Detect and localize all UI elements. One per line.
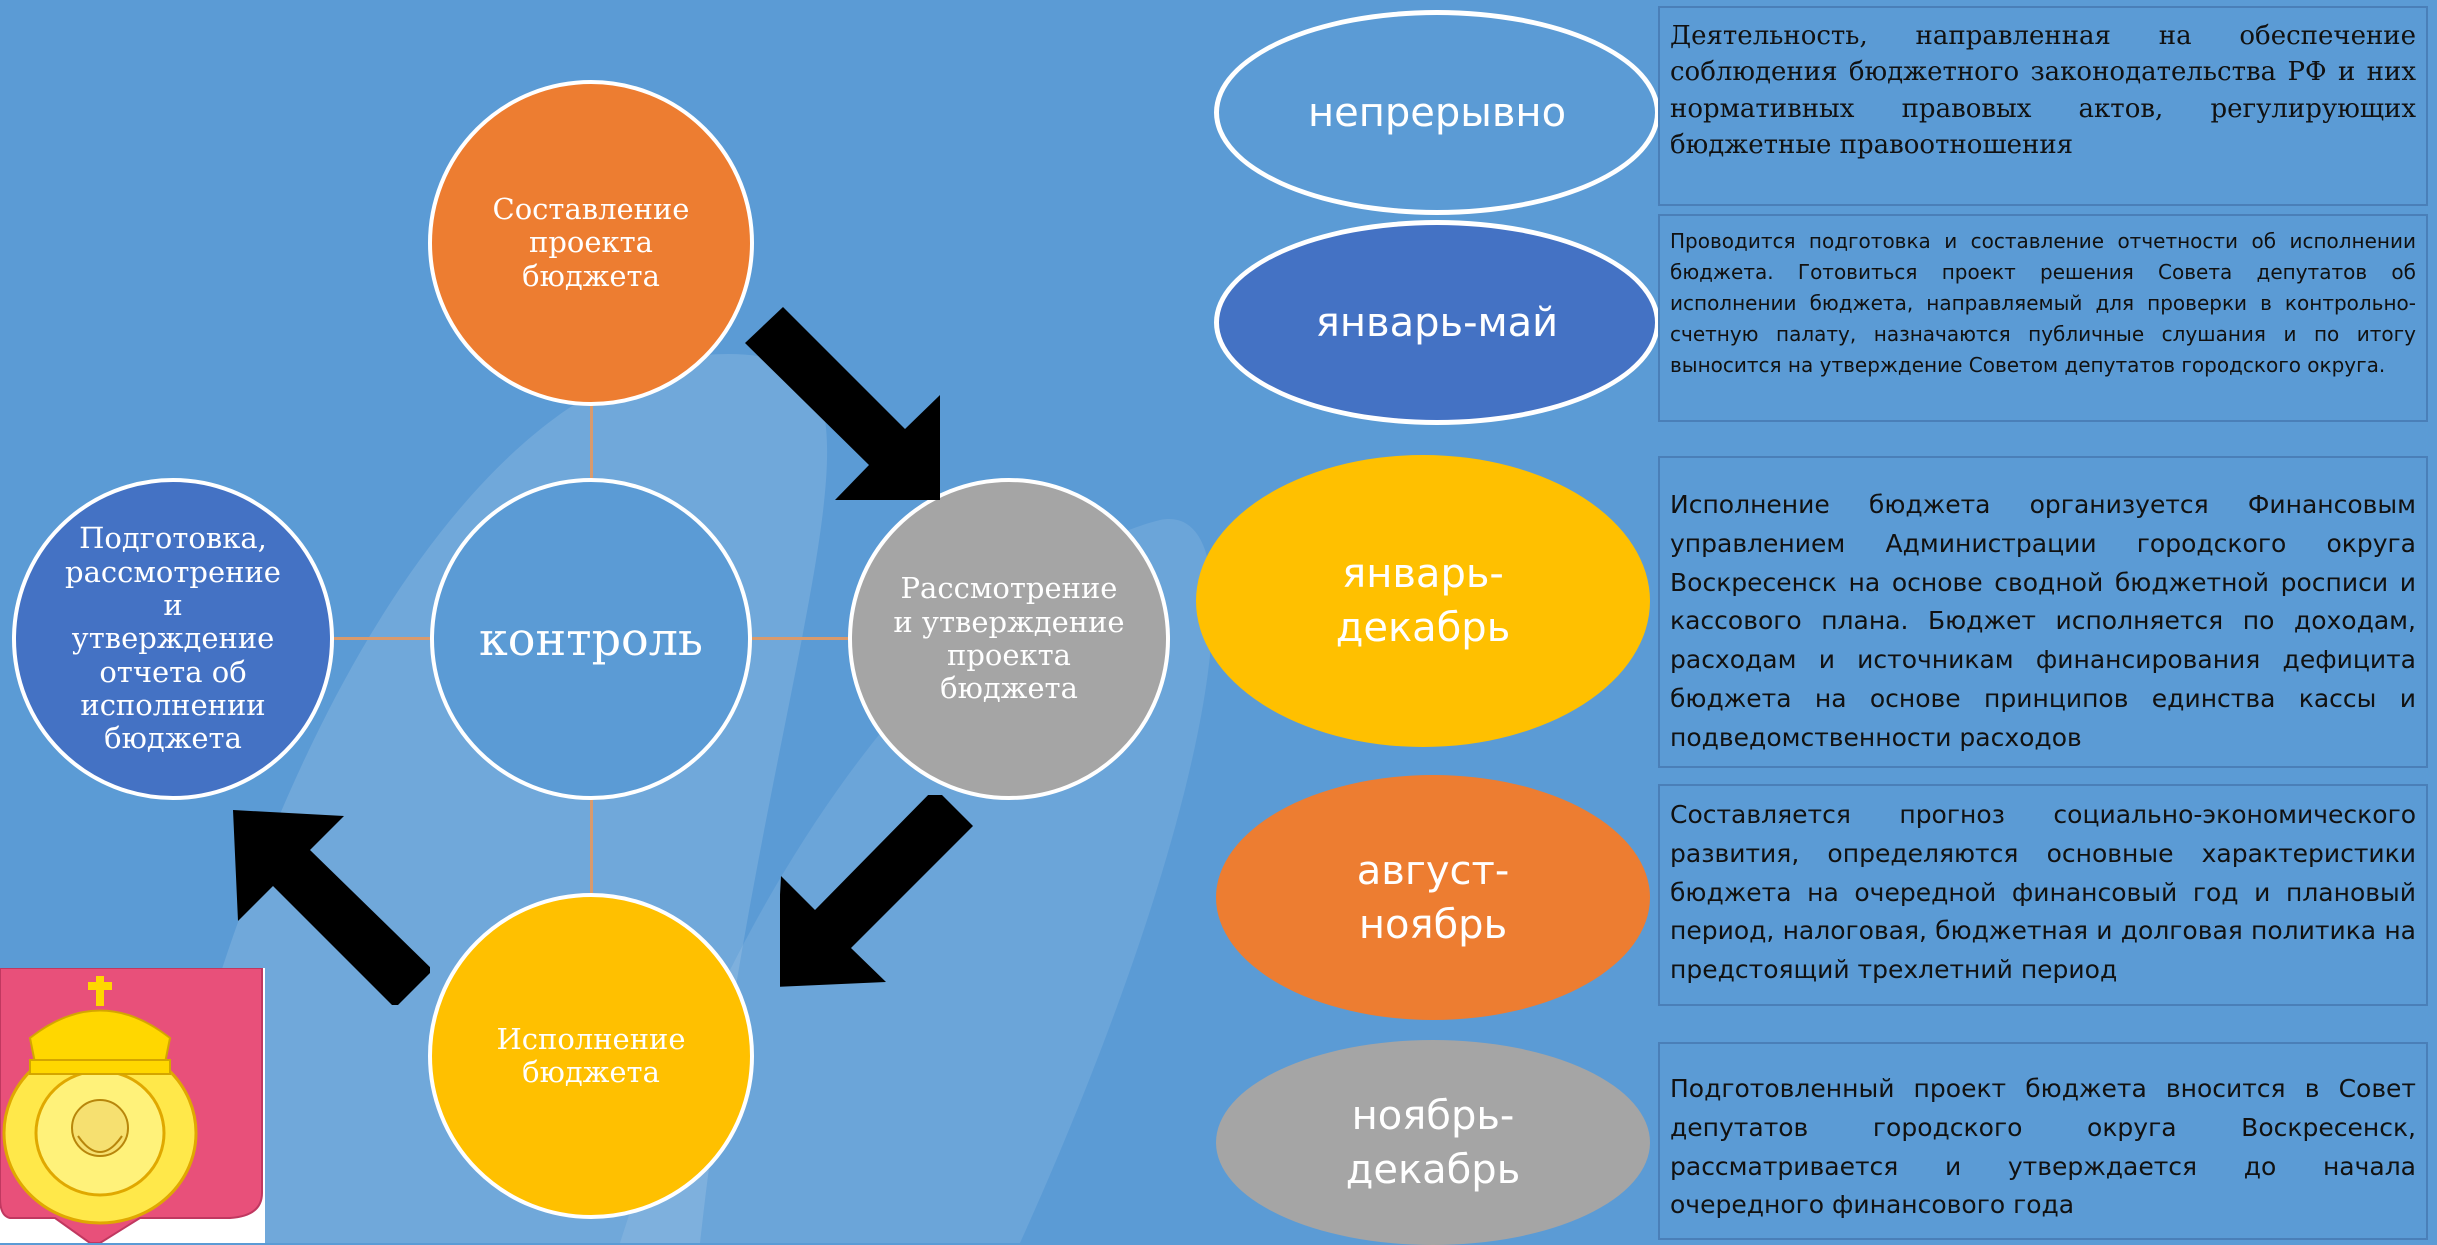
description-text: Исполнение бюджета организуется Финансов… bbox=[1670, 490, 2416, 752]
description-text: Проводится подготовка и составление отче… bbox=[1670, 229, 2416, 377]
description-box-control: Деятельность, направленная на обеспечени… bbox=[1658, 6, 2428, 206]
cycle-right-circle: Рассмотрение и утверждение проекта бюдже… bbox=[848, 478, 1170, 800]
cycle-left-label: Подготовка, рассмотрение и утверждение о… bbox=[65, 521, 281, 756]
period-oval-jan-may: январь-май bbox=[1214, 220, 1660, 425]
description-box-report: Проводится подготовка и составление отче… bbox=[1658, 214, 2428, 422]
period-oval-aug-nov: август-ноябрь bbox=[1216, 775, 1650, 1020]
period-label: ноябрь-декабрь bbox=[1345, 1092, 1521, 1193]
connector-top bbox=[590, 382, 593, 482]
period-oval-jan-dec: январь-декабрь bbox=[1196, 455, 1650, 747]
connector-bottom bbox=[590, 798, 593, 898]
cycle-bottom-circle: Исполнение бюджета bbox=[428, 893, 754, 1219]
connector-right bbox=[750, 637, 850, 640]
description-text: Составляется прогноз социально-экономиче… bbox=[1670, 800, 2416, 984]
description-box-execution: Исполнение бюджета организуется Финансов… bbox=[1658, 456, 2428, 768]
cycle-top-circle: Составление проекта бюджета bbox=[428, 80, 754, 406]
period-oval-nov-dec: ноябрь-декабрь bbox=[1216, 1040, 1650, 1245]
period-label: непрерывно bbox=[1307, 89, 1567, 136]
cycle-left-circle: Подготовка, рассмотрение и утверждение о… bbox=[12, 478, 334, 800]
period-label: январь-май bbox=[1315, 299, 1559, 346]
description-text: Деятельность, направленная на обеспечени… bbox=[1670, 21, 2416, 161]
period-label: август-ноябрь bbox=[1356, 847, 1510, 948]
cycle-bottom-label: Исполнение бюджета bbox=[496, 1021, 686, 1089]
arrow-right-to-bottom bbox=[780, 795, 973, 987]
arrow-bottom-to-left bbox=[233, 810, 430, 1005]
connector-left bbox=[332, 637, 432, 640]
arrow-top-to-right bbox=[745, 307, 940, 500]
period-oval-continuous: непрерывно bbox=[1214, 10, 1660, 215]
period-label: январь-декабрь bbox=[1335, 551, 1511, 651]
cycle-right-label: Рассмотрение и утверждение проекта бюдже… bbox=[893, 571, 1125, 706]
cycle-top-label: Составление проекта бюджета bbox=[492, 191, 690, 293]
description-box-drafting: Составляется прогноз социально-экономиче… bbox=[1658, 784, 2428, 1006]
coat-of-arms-emblem bbox=[0, 968, 265, 1243]
description-box-approval: Подготовленный проект бюджета вносится в… bbox=[1658, 1042, 2428, 1240]
cycle-center-label: контроль bbox=[479, 611, 703, 666]
description-text: Подготовленный проект бюджета вносится в… bbox=[1670, 1074, 2416, 1220]
cycle-center-circle: контроль bbox=[430, 478, 752, 800]
